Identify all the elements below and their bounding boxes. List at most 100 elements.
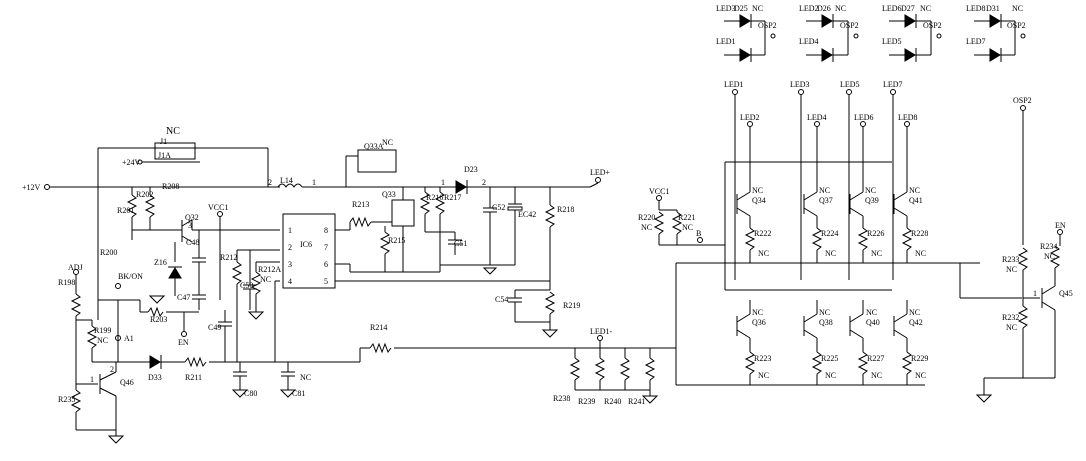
svg-text:J1A: J1A [158, 151, 171, 160]
svg-text:2: 2 [268, 178, 272, 187]
svg-text:R225: R225 [821, 354, 838, 363]
svg-text:NC: NC [915, 249, 926, 258]
transistor-q34: Q34 NC R222 NC [736, 180, 771, 263]
svg-text:NC: NC [752, 186, 763, 195]
svg-text:R212A: R212A [258, 265, 281, 274]
svg-text:R228: R228 [911, 229, 928, 238]
vcc1-node-right: VCC1 R220 NC R221 NC B [638, 187, 725, 246]
svg-text:LED8: LED8 [898, 113, 918, 122]
svg-text:LED3: LED3 [790, 80, 810, 89]
svg-text:Z16: Z16 [154, 258, 167, 267]
svg-text:R220: R220 [638, 213, 655, 222]
svg-text:3: 3 [288, 260, 292, 269]
q32-transistor: Q32 3 [181, 213, 280, 243]
svg-text:LED2: LED2 [799, 4, 819, 13]
svg-text:Q32: Q32 [185, 213, 199, 222]
svg-text:Q33A: Q33A [364, 142, 384, 151]
svg-text:R238: R238 [553, 394, 570, 403]
svg-text:NC: NC [382, 138, 393, 147]
r212-resistors: R212 R212A NC [220, 249, 281, 362]
svg-text:NC: NC [835, 4, 846, 13]
svg-text:Q37: Q37 [819, 196, 833, 205]
svg-text:R200: R200 [100, 248, 117, 257]
transistor-q42: Q42 NC R229 NC [893, 300, 928, 385]
svg-text:R198: R198 [58, 278, 75, 287]
svg-text:C48: C48 [186, 238, 199, 247]
svg-text:NC: NC [260, 275, 271, 284]
svg-text:R222: R222 [754, 229, 771, 238]
adj-input: ADJ R198 [58, 263, 83, 384]
svg-text:8: 8 [324, 226, 328, 235]
svg-text:NC: NC [1012, 4, 1023, 13]
led-minus-node: LED1- [590, 327, 613, 348]
svg-text:C50: C50 [240, 281, 253, 290]
svg-text:OSP2: OSP2 [840, 21, 859, 30]
svg-text:R240: R240 [604, 397, 621, 406]
svg-text:R213: R213 [352, 200, 369, 209]
led-array-3: LED6 D27 NC OSP2 LED5 [882, 4, 942, 62]
svg-text:R201: R201 [117, 206, 134, 215]
svg-text:R229: R229 [911, 354, 928, 363]
r233-r232: R233 NC R232 NC [1002, 247, 1029, 378]
svg-text:Q39: Q39 [865, 196, 879, 205]
svg-text:LED1: LED1 [716, 37, 736, 46]
svg-text:NC: NC [641, 223, 652, 232]
svg-text:NC: NC [871, 371, 882, 380]
svg-text:R203: R203 [150, 315, 167, 324]
svg-text:R221: R221 [678, 213, 695, 222]
svg-text:VCC1: VCC1 [208, 203, 228, 212]
svg-text:+24V: +24V [122, 158, 141, 167]
capacitors-left: C48 C47 C49 C50 [177, 230, 257, 362]
transistor-q38: Q38 NC R225 NC [803, 300, 838, 385]
svg-text:Q46: Q46 [120, 378, 134, 387]
svg-text:1: 1 [1033, 289, 1037, 298]
svg-text:Q45: Q45 [1059, 289, 1073, 298]
svg-text:NC: NC [682, 223, 693, 232]
svg-text:R227: R227 [867, 354, 884, 363]
d33-diode: D33 R211 [140, 355, 360, 382]
bus-lines [675, 161, 1022, 386]
svg-text:R217: R217 [444, 193, 461, 202]
svg-text:VCC1: VCC1 [649, 187, 669, 196]
svg-text:NC: NC [920, 4, 931, 13]
svg-text:OSP2: OSP2 [1013, 96, 1032, 105]
svg-text:R233: R233 [1002, 255, 1019, 264]
svg-text:1: 1 [441, 178, 445, 187]
j1-connector: NC J1 J1A +24V [97, 126, 269, 187]
svg-text:ADJ: ADJ [68, 263, 83, 272]
a1-node: A1 [115, 300, 134, 362]
svg-text:R224: R224 [821, 229, 838, 238]
svg-text:LED6: LED6 [854, 113, 874, 122]
bk-on-node: BK/ON R203 [98, 272, 199, 324]
svg-text:NC: NC [915, 371, 926, 380]
svg-text:OSP2: OSP2 [758, 21, 777, 30]
svg-text:OSP2: OSP2 [923, 21, 942, 30]
svg-text:C51: C51 [454, 239, 467, 248]
svg-text:R234: R234 [1040, 242, 1057, 251]
svg-text:LED5: LED5 [882, 37, 902, 46]
filter-stage: C52 EC42 R218 R219 C54 [440, 187, 580, 338]
svg-text:Q41: Q41 [909, 196, 923, 205]
svg-text:2: 2 [482, 178, 486, 187]
l14-inductor: L14 2 1 [268, 176, 440, 188]
transistor-q36: Q36 NC R223 NC [736, 300, 771, 385]
ic6-chip: IC6 1 2 3 4 5 6 7 8 [274, 213, 550, 362]
transistor-q37: Q37 NC R224 NC [803, 180, 838, 263]
svg-text:1: 1 [288, 226, 292, 235]
svg-text:NC: NC [909, 308, 920, 317]
svg-text:C80: C80 [244, 389, 257, 398]
svg-text:LED1-: LED1- [590, 327, 613, 336]
svg-text:D25: D25 [734, 4, 748, 13]
svg-text:D27: D27 [901, 4, 915, 13]
led-array-1: LED3 D25 NC OSP2 LED1 [716, 4, 777, 62]
svg-text:Q38: Q38 [819, 318, 833, 327]
svg-text:Q33: Q33 [382, 190, 396, 199]
svg-text:3: 3 [188, 221, 192, 230]
svg-text:NC: NC [866, 308, 877, 317]
svg-text:NC: NC [871, 249, 882, 258]
svg-text:LED4: LED4 [799, 37, 819, 46]
led-taps: LED1 LED2 LED3 LED4 LED5 LED6 LED7 LED8 [724, 80, 918, 280]
svg-text:R235: R235 [58, 395, 75, 404]
svg-text:A1: A1 [124, 334, 134, 343]
